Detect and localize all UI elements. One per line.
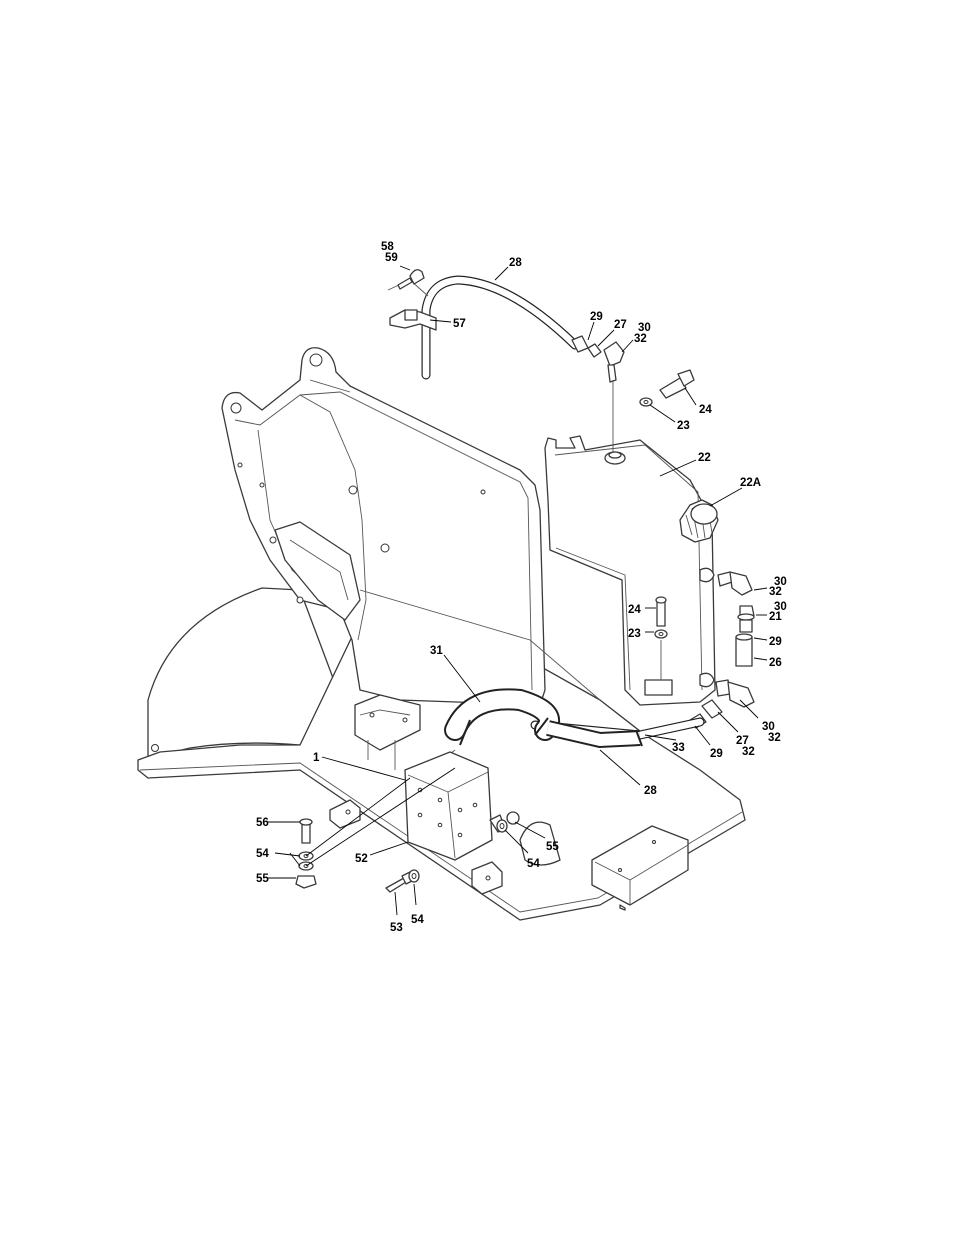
filler-cap [679, 499, 719, 543]
lower-mid-hardware [385, 811, 520, 893]
mounting-bracket [354, 694, 421, 770]
callout-27-top: 27 [614, 319, 627, 331]
right-side-fittings [717, 571, 755, 667]
return-tube [546, 720, 643, 749]
callout-57: 57 [453, 318, 466, 330]
callout-24-mid: 24 [628, 604, 641, 616]
callout-24-top: 24 [699, 404, 712, 416]
callout-32-bot2: 32 [742, 746, 755, 758]
callout-53: 53 [390, 922, 403, 934]
callout-31: 31 [430, 645, 443, 657]
callout-28-top: 28 [509, 257, 522, 269]
callout-56: 56 [256, 817, 269, 829]
callout-33: 33 [672, 742, 685, 754]
leader-lines [268, 265, 768, 916]
upper-hose [421, 275, 580, 380]
callout-55-left: 55 [256, 873, 269, 885]
clamp-bolt [397, 269, 425, 290]
hose-clamp [387, 279, 437, 331]
tank-mount-mid-hardware [654, 596, 668, 680]
lower-left-hardware [295, 818, 317, 889]
callout-23-top: 23 [677, 420, 690, 432]
callout-54-left: 54 [256, 848, 269, 860]
callout-30-r1: 30 [774, 576, 787, 588]
callout-29-bot: 29 [710, 748, 723, 760]
callout-26: 26 [769, 657, 782, 669]
callout-27-bot: 27 [736, 735, 749, 747]
callout-32-top: 32 [634, 333, 647, 345]
callout-21: 21 [769, 611, 782, 623]
callout-29-r: 29 [769, 636, 782, 648]
callout-59: 59 [385, 252, 398, 264]
callout-30-top: 30 [638, 322, 651, 334]
valve-block [404, 751, 493, 861]
lower-outlet-fittings [689, 679, 755, 729]
callout-22: 22 [698, 452, 711, 464]
callout-30-r2: 30 [774, 601, 787, 613]
callout-54-mid: 54 [527, 858, 540, 870]
callout-29-top: 29 [590, 311, 603, 323]
callout-30-bot: 30 [762, 721, 775, 733]
callout-54-bot: 54 [411, 914, 424, 926]
callout-1: 1 [313, 752, 320, 764]
front-bumper [591, 825, 689, 911]
callout-52: 52 [355, 853, 368, 865]
hydraulic-tank [544, 435, 716, 706]
callout-22a: 22A [740, 477, 761, 489]
callout-28-bot: 28 [644, 785, 657, 797]
callout-32-r1: 32 [769, 586, 782, 598]
callout-55-mid: 55 [546, 841, 559, 853]
upper-fittings [571, 335, 625, 452]
callout-23-mid: 23 [628, 628, 641, 640]
tank-mount-top-hardware [639, 369, 695, 407]
callout-32-bot: 32 [768, 732, 781, 744]
callout-labels: 58 59 28 57 29 27 30 32 24 23 22 22A 30 … [256, 241, 787, 934]
callout-58: 58 [381, 241, 394, 253]
